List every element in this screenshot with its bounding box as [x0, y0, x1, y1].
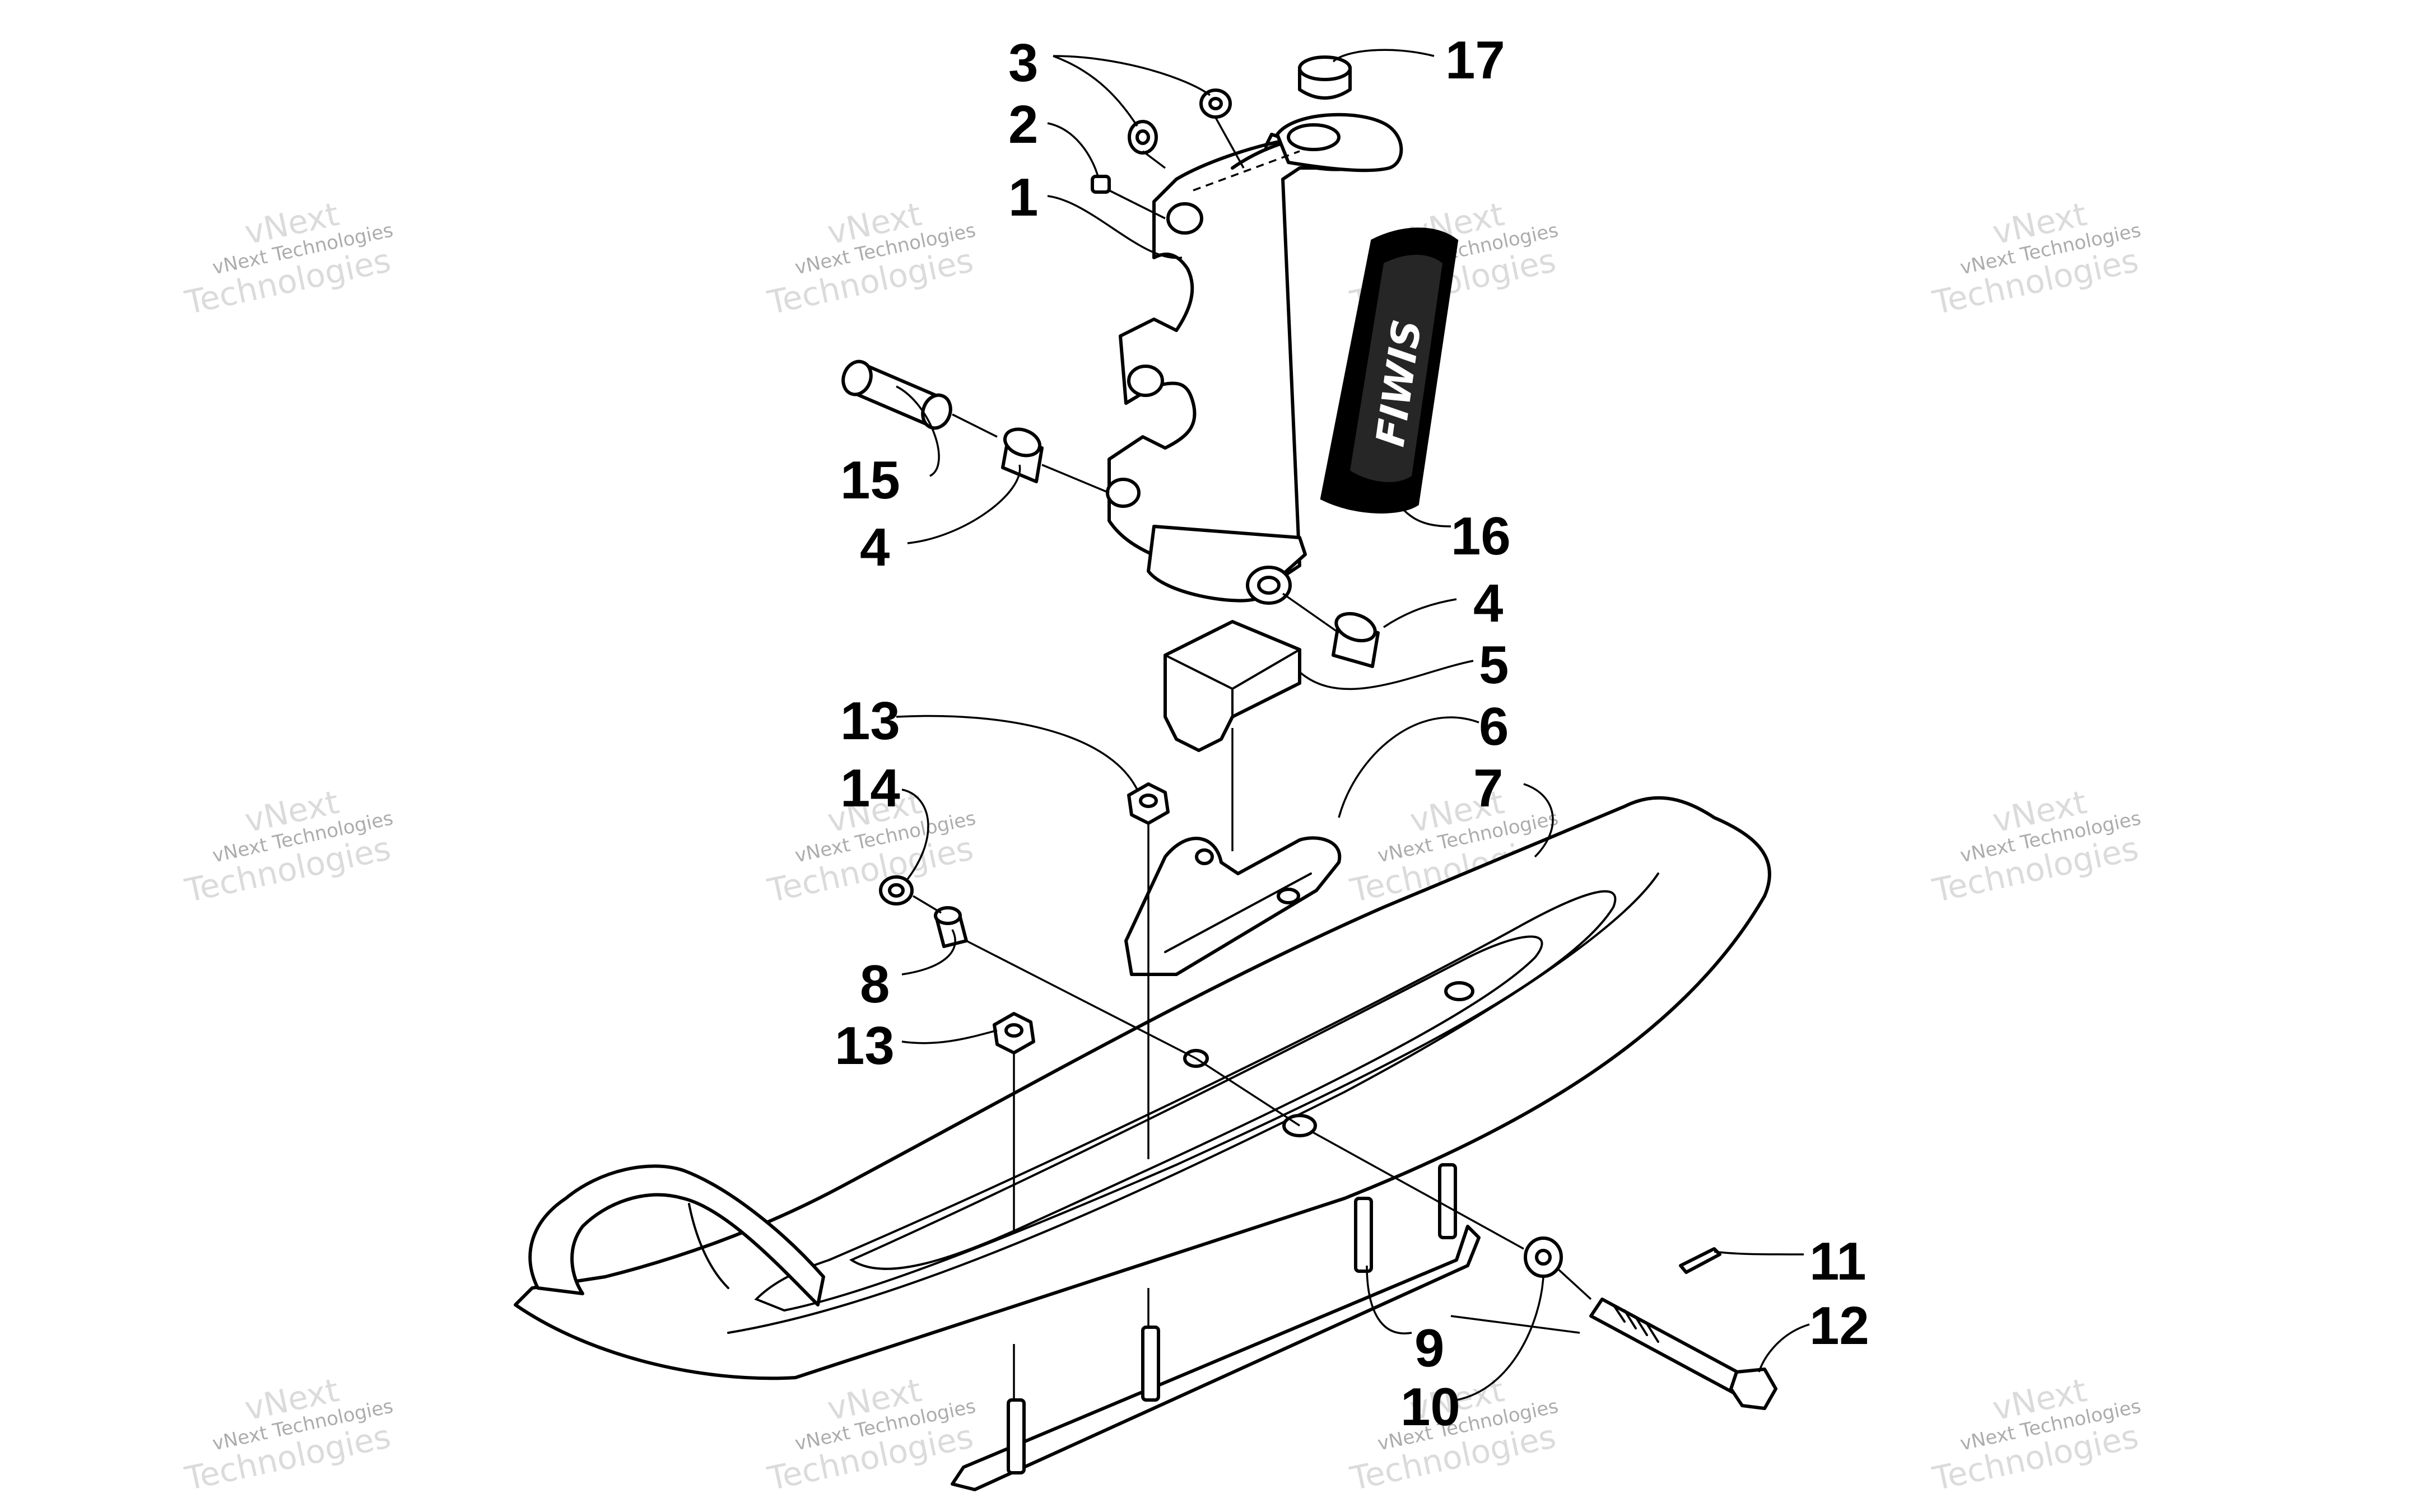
callout-17: 17 [1445, 30, 1505, 90]
watermark: vNext vNext Technologies Technologies [182, 1371, 395, 1498]
callout-7: 7 [1473, 758, 1503, 818]
nut-14 [879, 875, 914, 906]
watermark: vNext vNext Technologies Technologies [182, 783, 395, 910]
callout-9: 9 [1414, 1318, 1444, 1378]
callout-14: 14 [840, 758, 900, 818]
callout-13-lower: 13 [835, 1016, 895, 1076]
bushing-right [1332, 612, 1380, 668]
nut-13-upper [1127, 782, 1170, 825]
callouts: 3 2 1 17 15 4 16 4 5 6 7 13 14 8 13 9 10… [835, 30, 1869, 1437]
washer-3b [1128, 120, 1158, 155]
callout-2: 2 [1008, 95, 1038, 155]
callout-4-left: 4 [860, 517, 890, 577]
callout-5: 5 [1479, 635, 1509, 695]
ski-saddle [1124, 836, 1342, 976]
washer-10 [1524, 1236, 1563, 1278]
grease-fitting [1091, 175, 1111, 194]
assembly-lines [913, 117, 1592, 1400]
spindle [1106, 113, 1403, 605]
wear-bar [951, 1163, 1481, 1491]
bushing-left [1001, 427, 1044, 483]
watermark: vNext vNext Technologies Technologies [1929, 783, 2143, 910]
callout-4-right: 4 [1473, 573, 1503, 633]
watermark: vNext vNext Technologies Technologies [1929, 1371, 2143, 1498]
leader-lines [896, 49, 1810, 1401]
decal: FIWIS [1320, 227, 1459, 514]
callout-6: 6 [1479, 697, 1509, 757]
watermark: vNext vNext Technologies Technologies [764, 1371, 978, 1498]
ski [514, 796, 1771, 1380]
callout-1: 1 [1008, 167, 1038, 227]
bolt-12 [1589, 1298, 1777, 1410]
callout-10: 10 [1400, 1377, 1460, 1437]
watermark: vNext vNext Technologies Technologies [182, 195, 395, 322]
watermark: vNext vNext Technologies Technologies [1929, 195, 2143, 322]
callout-15: 15 [840, 450, 900, 510]
cotter-pin [1679, 1247, 1721, 1274]
callout-12: 12 [1809, 1296, 1869, 1356]
callout-3: 3 [1008, 33, 1038, 93]
callout-16: 16 [1451, 506, 1511, 566]
watermark: vNext vNext Technologies Technologies [764, 195, 978, 322]
spindle-block [1164, 620, 1301, 752]
washer-3a [1199, 88, 1232, 119]
callout-11: 11 [1809, 1231, 1866, 1291]
callout-8: 8 [860, 954, 890, 1014]
spacer-8 [934, 906, 968, 948]
callout-13-upper: 13 [840, 691, 900, 751]
nut-13-lower [993, 1012, 1035, 1054]
pin [841, 360, 952, 430]
plug [1298, 55, 1352, 100]
